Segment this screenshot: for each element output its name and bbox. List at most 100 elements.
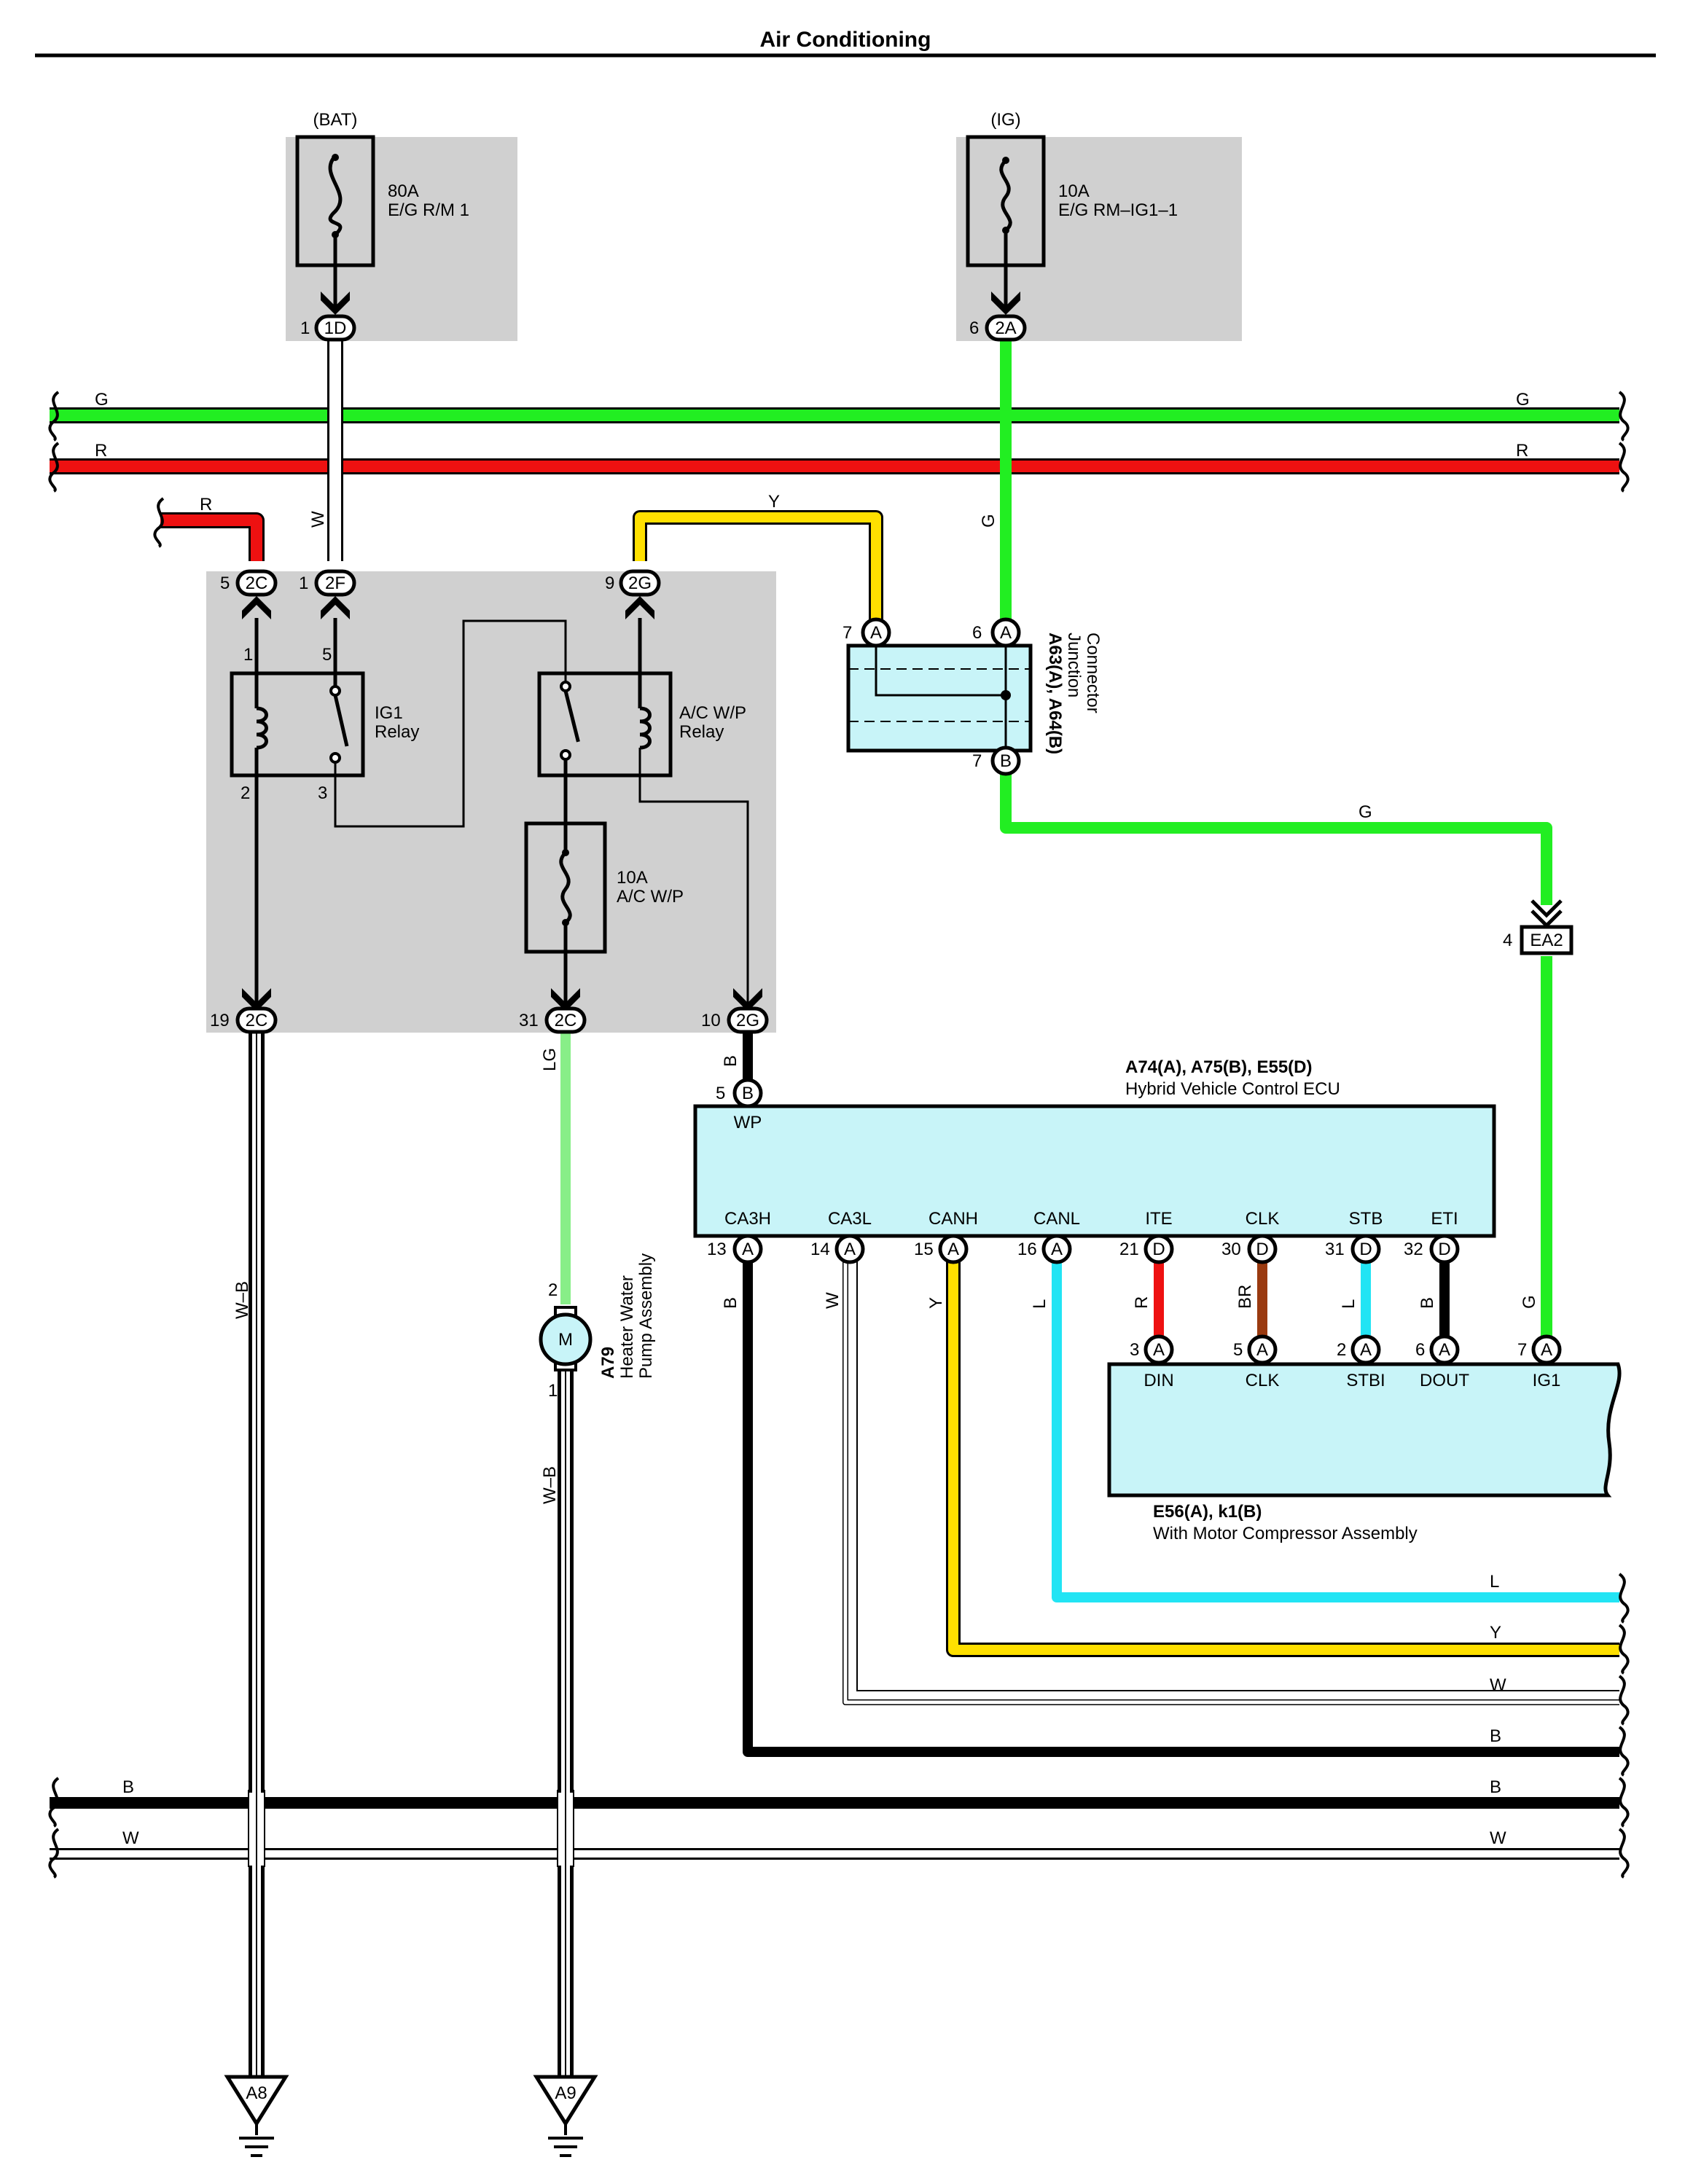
wire-w-ca3l [843,1250,1619,1704]
ecu-pin: ITE D 21 [1119,1209,1174,1264]
svg-text:ITE: ITE [1145,1209,1172,1229]
pump-name1: Heater Water [617,1275,637,1379]
svg-text:7: 7 [972,751,982,771]
svg-text:A: A [870,623,882,643]
svg-text:A8: A8 [246,2083,267,2103]
ig1-switch-icon [333,694,349,747]
svg-text:STBI: STBI [1346,1371,1385,1390]
svg-text:1: 1 [300,318,310,338]
svg-text:3: 3 [1130,1340,1139,1360]
svg-text:D: D [1359,1240,1372,1259]
ig1-coil-icon [256,706,268,750]
svg-text:Y: Y [1490,1623,1501,1643]
svg-text:L: L [1339,1299,1358,1309]
svg-text:B: B [1490,1726,1501,1746]
bat-fuse-panel [286,137,517,341]
svg-text:1: 1 [243,645,253,665]
acwp-fuse-amp: 10A [617,868,648,888]
ecu-pin: CA3L A 14 [810,1209,872,1264]
svg-text:10: 10 [701,1011,721,1030]
svg-text:W: W [1490,1675,1506,1695]
svg-text:L: L [1490,1572,1499,1592]
svg-text:W: W [122,1828,139,1848]
svg-text:Y: Y [768,492,780,512]
compressor-pin: A 7 IG1 [1517,1334,1562,1390]
svg-text:R: R [200,495,212,514]
compressor-pin: A 2 STBI [1337,1334,1385,1390]
ig1-relay-name: IG1 [375,703,403,723]
svg-text:2G: 2G [628,574,652,593]
svg-text:14: 14 [810,1240,830,1259]
motor-icon [539,1312,593,1366]
bat-fuse-icon [328,154,343,236]
svg-text:W–B: W–B [540,1466,560,1504]
svg-text:5: 5 [322,645,332,665]
svg-text:CANL: CANL [1033,1209,1080,1229]
wire-y-junction [635,512,881,619]
svg-text:G: G [979,514,998,528]
svg-text:ETI: ETI [1431,1209,1458,1229]
svg-text:A: A [1439,1340,1450,1360]
svg-text:W–B: W–B [232,1281,252,1319]
svg-text:B: B [122,1777,134,1797]
svg-text:31: 31 [1325,1240,1345,1259]
ig-fuse-panel [956,137,1242,341]
compressor-id: E56(A), k1(B) [1153,1502,1262,1522]
ecu-pin: CA3H A 13 [707,1209,771,1264]
svg-text:9: 9 [605,574,614,593]
acwp-fuse-name: A/C W/P [617,887,684,907]
junction-id: A63(A), A64(B) [1045,633,1065,754]
svg-text:CLK: CLK [1246,1371,1280,1390]
ecu-pin: STB D 31 [1325,1209,1383,1264]
compressor-pin: A 5 CLK [1233,1334,1280,1390]
svg-text:W: W [308,511,328,528]
svg-text:A9: A9 [555,2083,576,2103]
wire-r-stub [160,514,262,561]
ecu-pin: ETI D 32 [1404,1209,1460,1264]
ig1-relay-name2: Relay [375,722,419,742]
svg-text:2: 2 [241,783,250,803]
svg-text:7: 7 [1517,1340,1527,1360]
connector-pins: 1D 1 2A 6 2C 5 2F 1 2G 9 2C 19 2C 31 2G … [210,314,1027,1034]
svg-text:EA2: EA2 [1530,931,1563,950]
svg-text:1: 1 [548,1381,558,1401]
svg-text:BR: BR [1235,1285,1255,1309]
svg-text:DOUT: DOUT [1420,1371,1469,1390]
svg-text:G: G [95,390,109,410]
junction-name2: Connector [1083,633,1103,713]
svg-text:D: D [1438,1240,1450,1259]
svg-text:B: B [742,1084,754,1103]
ecu-wp-label: WP [734,1113,762,1132]
svg-text:B: B [1000,751,1012,771]
bat-fuse-amp: 80A [388,181,419,201]
junction-name1: Junction [1064,633,1084,697]
svg-text:DIN: DIN [1143,1371,1173,1390]
wire-g-ea2 [1000,772,1552,905]
svg-text:B: B [1418,1297,1437,1309]
svg-text:STB: STB [1349,1209,1383,1229]
acwp-switch-icon [563,690,580,743]
wire-labels: G G R R R Y G B B W W L Y W B [95,390,1530,1848]
ig1-relay-box [230,671,365,778]
acwp-relay-name2: Relay [679,722,724,742]
wire-l-canl [1052,1250,1619,1602]
svg-text:5: 5 [1233,1340,1243,1360]
svg-text:21: 21 [1119,1240,1139,1259]
svg-text:2C: 2C [246,574,268,593]
junction-pins: A 7 A 6 B 7 [842,617,1021,776]
compressor-pins: A 3 DIN A 5 CLK A 2 STBI A 6 DOUT A 7 IG… [1130,1334,1562,1390]
svg-text:5: 5 [716,1084,725,1103]
svg-text:LG: LG [540,1048,560,1071]
svg-text:A: A [1153,1340,1165,1360]
svg-text:7: 7 [842,623,852,643]
svg-text:Y: Y [926,1297,946,1309]
svg-text:13: 13 [707,1240,727,1259]
ecu-id: A74(A), A75(B), E55(D) [1125,1057,1313,1077]
svg-text:M: M [558,1330,573,1350]
svg-text:A: A [1541,1340,1552,1360]
svg-text:6: 6 [972,623,982,643]
svg-text:5: 5 [220,574,230,593]
svg-text:B: B [721,1055,740,1067]
svg-text:B: B [721,1297,740,1309]
